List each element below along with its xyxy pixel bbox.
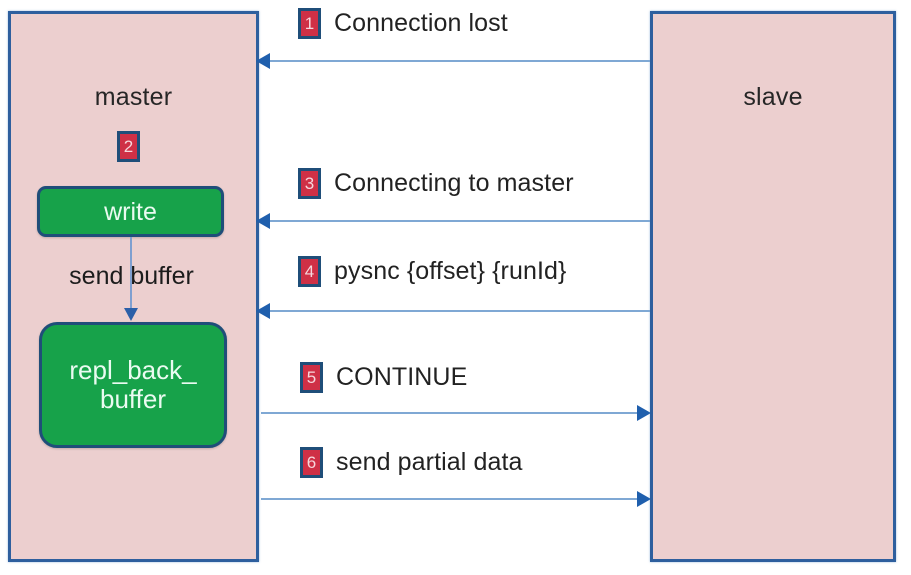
message-line-5	[261, 412, 641, 414]
step-badge-4: 4	[298, 256, 321, 287]
message-arrowhead-3	[256, 213, 270, 229]
write-box[interactable]: write	[37, 186, 224, 237]
message-line-1	[268, 60, 650, 62]
repl-back-buffer-label: repl_back_ buffer	[69, 354, 197, 414]
repl-back-buffer-label-line2: buffer	[99, 384, 166, 414]
message-line-3	[268, 220, 650, 222]
message-arrowhead-5	[637, 405, 651, 421]
master-node-label: master	[94, 83, 173, 111]
message-text-1: Connection lost	[334, 9, 508, 37]
message-label-4: 4 pysnc {offset} {runId}	[298, 256, 566, 287]
master-node-box	[8, 11, 259, 562]
master-step-2-badge-wrap: 2	[117, 131, 140, 162]
send-buffer-arrowhead	[124, 308, 138, 321]
message-arrowhead-1	[256, 53, 270, 69]
message-text-4: pysnc {offset} {runId}	[334, 257, 567, 285]
step-badge-6: 6	[300, 447, 323, 478]
step-badge-3: 3	[298, 168, 321, 199]
step-badge-2: 2	[117, 131, 140, 162]
message-label-5: 5 CONTINUE	[300, 362, 467, 393]
slave-node-box	[650, 11, 896, 562]
send-buffer-label: send buffer	[69, 262, 194, 290]
repl-back-buffer-box[interactable]: repl_back_ buffer	[39, 322, 227, 448]
message-label-3: 3 Connecting to master	[298, 168, 574, 199]
step-badge-5: 5	[300, 362, 323, 393]
message-line-6	[261, 498, 641, 500]
step-badge-1: 1	[298, 8, 321, 39]
send-buffer-arrow-line	[130, 237, 132, 311]
write-box-label: write	[104, 197, 157, 226]
message-label-1: 1 Connection lost	[298, 8, 508, 39]
slave-node-label: slave	[743, 83, 803, 111]
message-arrowhead-4	[256, 303, 270, 319]
message-line-4	[268, 310, 650, 312]
message-text-5: CONTINUE	[336, 363, 468, 391]
repl-back-buffer-label-line1: repl_back_	[69, 354, 197, 385]
message-text-6: send partial data	[336, 448, 523, 476]
message-arrowhead-6	[637, 491, 651, 507]
message-text-3: Connecting to master	[334, 169, 574, 197]
message-label-6: 6 send partial data	[300, 447, 523, 478]
